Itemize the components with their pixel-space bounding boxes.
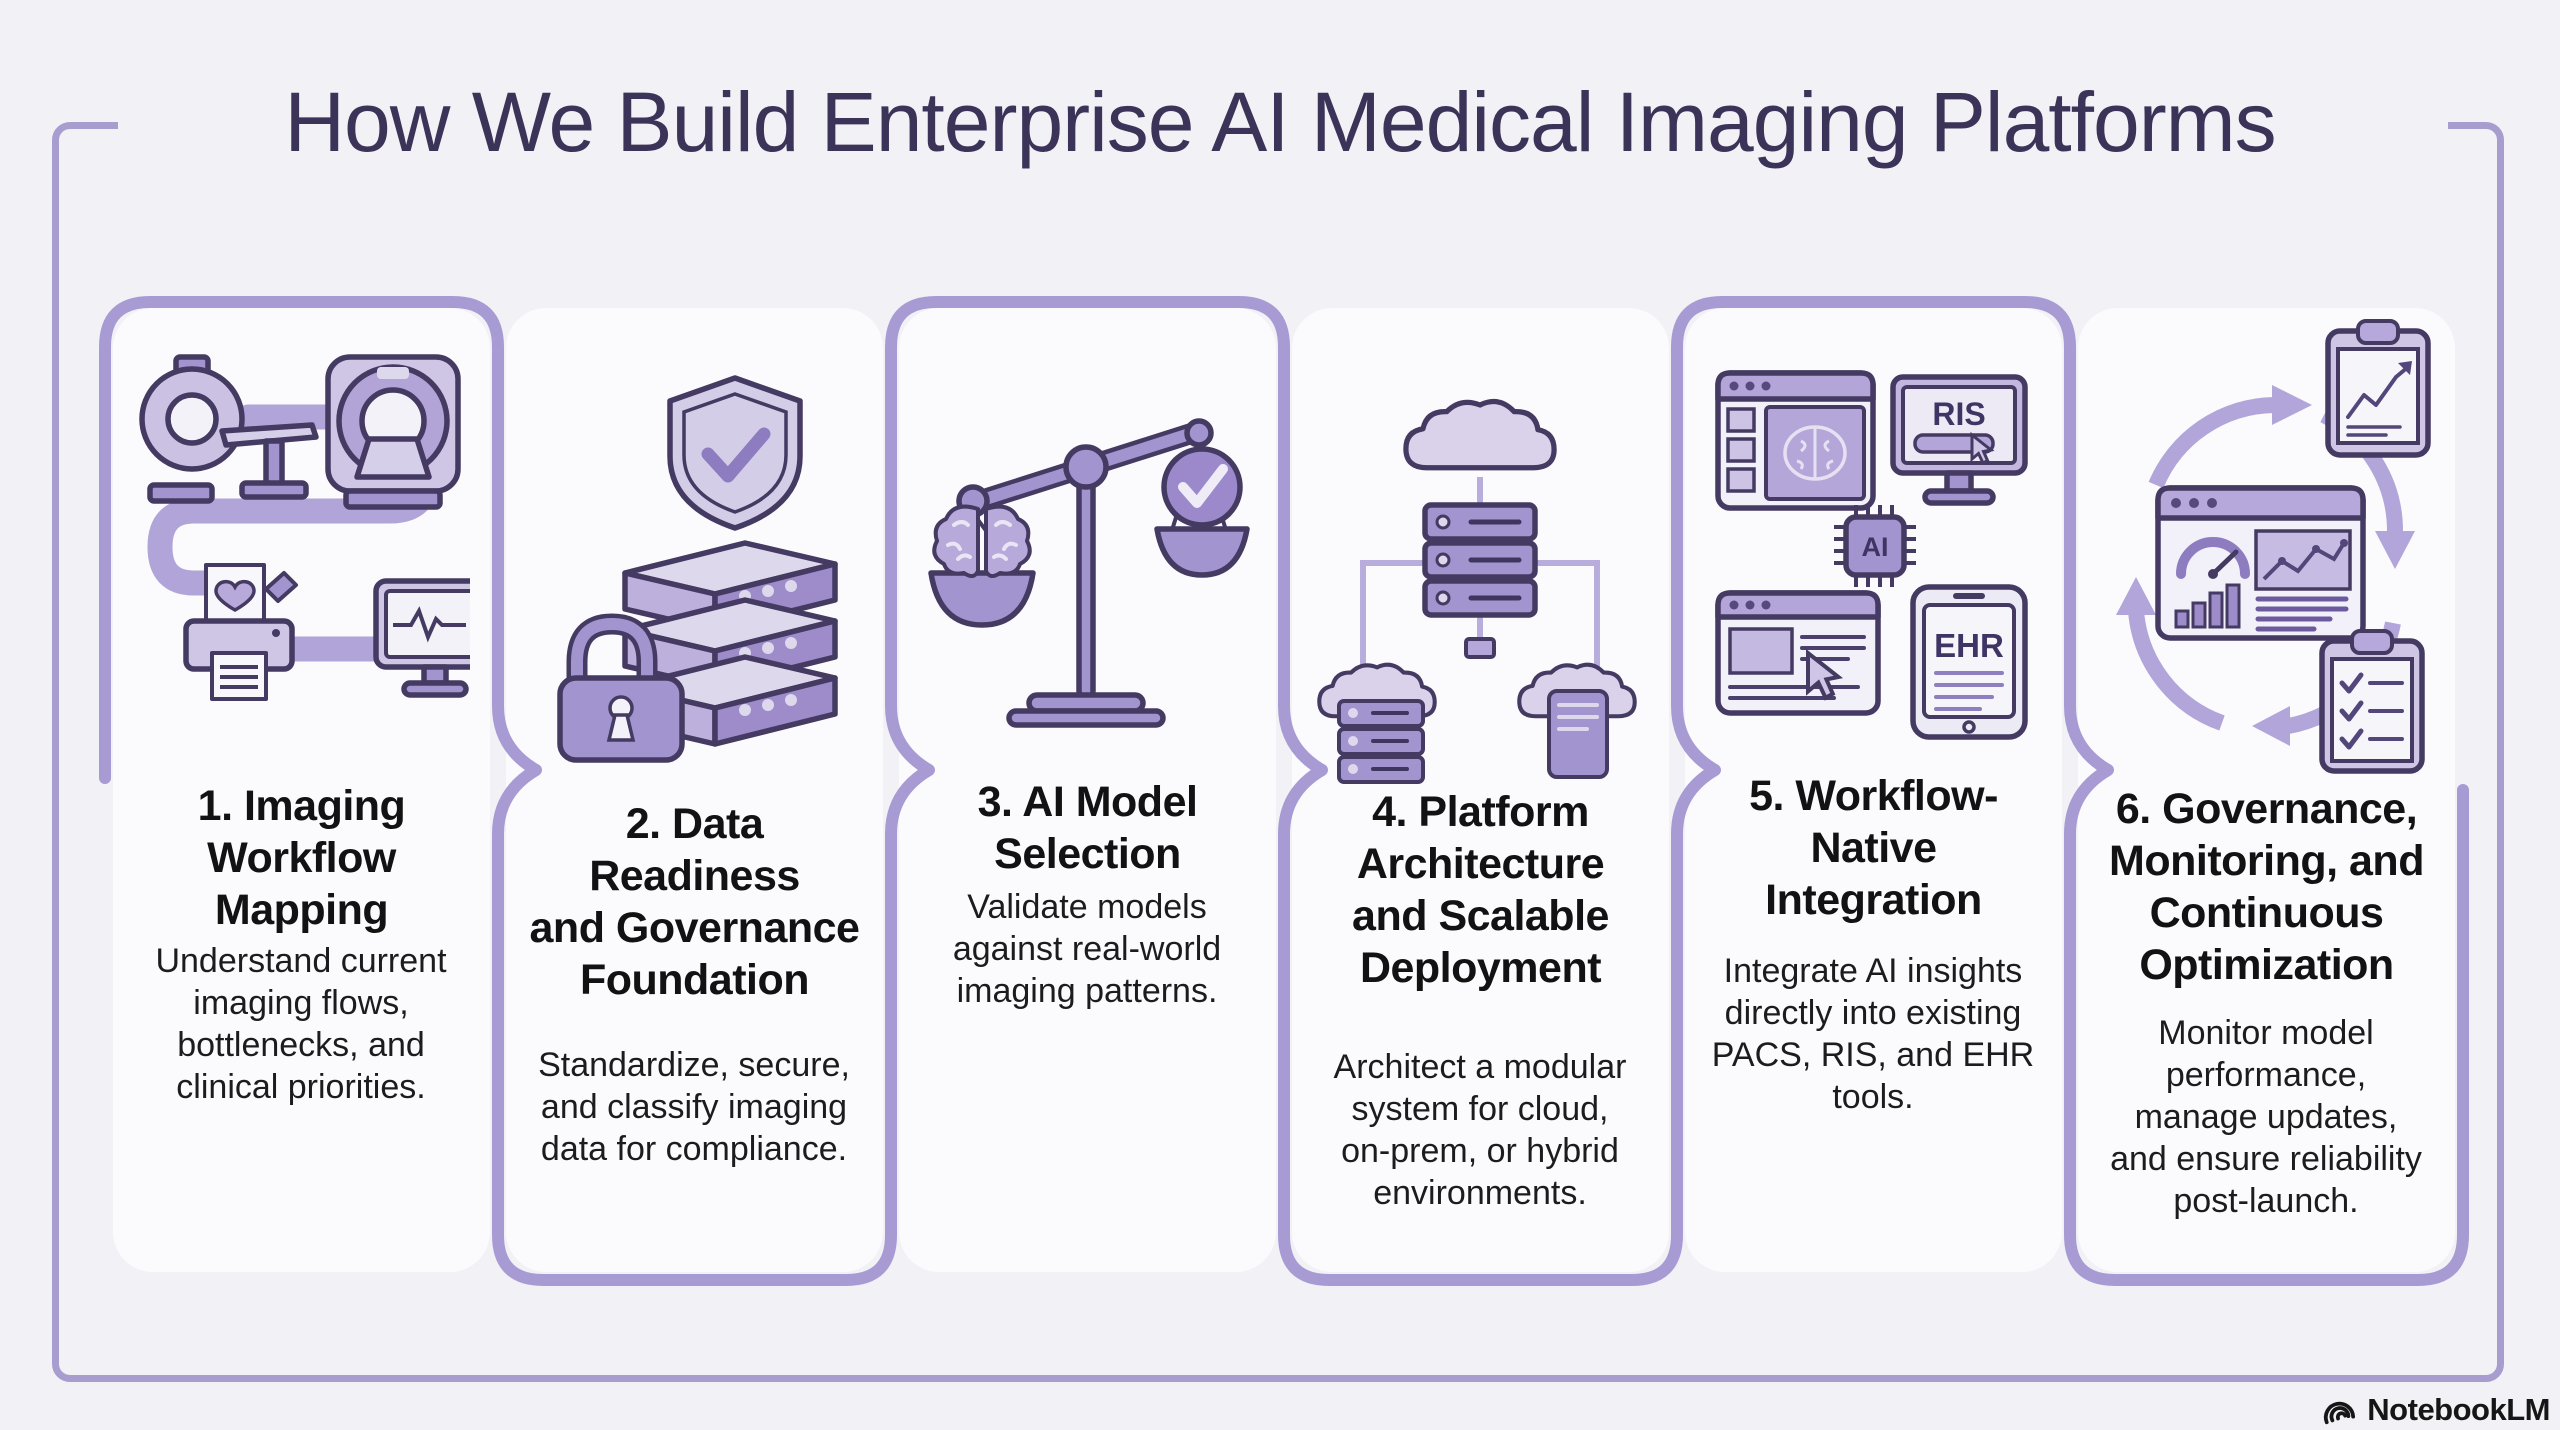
notebooklm-logo-icon xyxy=(2324,1401,2356,1425)
step-1-heading: 1. Imaging Workflow Mapping xyxy=(197,782,406,934)
step-6-heading: 6. Governance, Monitoring, and Continuou… xyxy=(2109,785,2424,989)
hybrid-network-lines xyxy=(1360,477,1600,687)
step-5-description: Integrate AI insights directly into exis… xyxy=(1711,952,2035,1116)
serpentine-border-path xyxy=(99,296,2469,1286)
bar-chart-icon xyxy=(2174,583,2241,629)
step-1-description: Understand current imaging flows, bottle… xyxy=(155,942,447,1106)
web-report-icon xyxy=(1715,590,1881,716)
ris-monitor-icon: RIS xyxy=(1890,374,2028,506)
printer-icon xyxy=(183,563,298,701)
watermark: NotebookLM xyxy=(2290,1390,2550,1430)
checklist-clipboard-icon xyxy=(2319,629,2425,774)
dashboard-icon xyxy=(2155,485,2366,641)
step-6-description: Monitor model performance, manage update… xyxy=(2110,1014,2422,1220)
ris-label: RIS xyxy=(1932,396,1985,432)
step-3-heading: 3. AI Model Selection xyxy=(977,778,1198,878)
imaging-workflow-icon xyxy=(139,354,470,701)
step-5-heading: 5. Workflow- Native Integration xyxy=(1749,772,1998,924)
line-chart-icon xyxy=(2254,529,2352,591)
governance-cycle-icon xyxy=(2116,319,2431,774)
server-stack-icon xyxy=(622,540,838,747)
check-circle-icon xyxy=(1161,446,1243,528)
network-node xyxy=(1464,637,1496,659)
ai-chip-label: AI xyxy=(1862,532,1889,562)
trend-clipboard-icon xyxy=(2325,319,2431,458)
frame-top-gap xyxy=(118,116,2448,138)
step-2-heading: 2. Data Readiness and Governance Foundat… xyxy=(529,800,860,1004)
ehr-tablet-icon: EHR xyxy=(1910,584,2028,740)
pacs-viewer-icon xyxy=(1715,370,1876,511)
ai-chip-icon: AI xyxy=(1834,505,1916,587)
step-4-heading: 4. Platform Architecture and Scalable De… xyxy=(1352,788,1609,992)
padlock-icon xyxy=(557,613,685,763)
server-stack-icon xyxy=(1422,502,1538,618)
cloud-server-right-icon xyxy=(1519,665,1634,779)
ct-scanner-icon xyxy=(139,354,319,504)
ehr-label: EHR xyxy=(1934,627,2004,664)
brain-icon xyxy=(932,504,1032,578)
step-3-description: Validate models against real-world imagi… xyxy=(952,888,1222,1010)
page-title: How We Build Enterprise AI Medical Imagi… xyxy=(284,75,2276,169)
mri-scanner-icon xyxy=(325,354,461,510)
ai-model-selection-icon xyxy=(928,418,1250,728)
brain-scan-icon xyxy=(1783,425,1847,481)
watermark-label: NotebookLM xyxy=(2367,1392,2550,1427)
cloud-icon xyxy=(1406,401,1554,467)
platform-architecture-icon xyxy=(1315,385,1645,784)
cloud-server-left-icon xyxy=(1319,665,1434,784)
data-readiness-icon xyxy=(557,375,838,763)
step-4-description: Architect a modular system for cloud, on… xyxy=(1333,1048,1627,1212)
step-2-description: Standardize, secure, and classify imagin… xyxy=(538,1046,850,1168)
shield-check-icon xyxy=(667,375,803,531)
workflow-integration-icon: RIS AI EHR xyxy=(1715,370,2028,740)
ecg-monitor-icon xyxy=(373,578,470,698)
gauge-icon xyxy=(2176,537,2250,579)
